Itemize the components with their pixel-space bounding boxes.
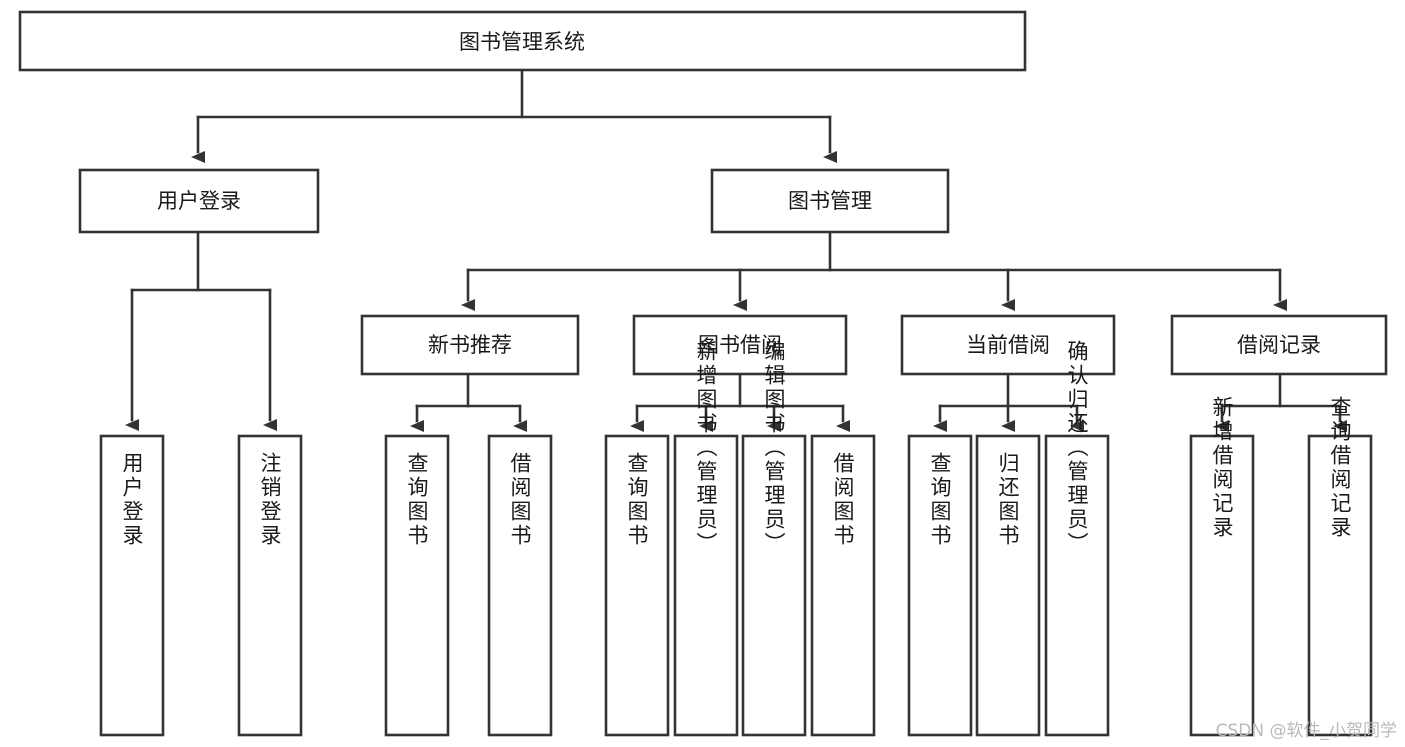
node-user-login-label: 用户登录 bbox=[157, 189, 241, 213]
node-book-borrow-box[interactable] bbox=[632, 314, 848, 376]
leaf-current-borrow-1-box[interactable] bbox=[907, 434, 973, 737]
node-current-borrow-box[interactable] bbox=[900, 314, 1116, 376]
connector-group-record bbox=[1215, 372, 1347, 432]
connector-group-user-login bbox=[125, 230, 277, 431]
leaf-new-book-1[interactable]: 查询图书 bbox=[384, 434, 450, 737]
connector-group-new-book bbox=[410, 372, 527, 432]
leaf-current-borrow-3-box[interactable] bbox=[1044, 434, 1110, 737]
leaf-borrow-record-2[interactable]: 查询借阅记录 bbox=[1307, 396, 1373, 737]
leaf-book-borrow-3-box[interactable] bbox=[741, 434, 807, 737]
leaf-book-borrow-4-box[interactable] bbox=[810, 434, 876, 737]
leaf-new-book-2[interactable]: 借阅图书 bbox=[487, 434, 553, 737]
leaf-user-login-2-label: 注销登录 bbox=[258, 452, 282, 548]
leaf-user-login-1-box[interactable] bbox=[99, 434, 165, 737]
node-user-login-box[interactable] bbox=[78, 168, 320, 234]
leaf-borrow-record-2-label: 查询借阅记录 bbox=[1328, 396, 1352, 540]
leaf-current-borrow-1[interactable]: 查询图书 bbox=[907, 434, 973, 737]
connector-group-current bbox=[933, 372, 1084, 432]
leaf-book-borrow-2-label: 新增图书（管理员） bbox=[694, 340, 718, 556]
node-new-book-recommend[interactable]: 新书推荐 bbox=[360, 314, 580, 376]
node-borrow-record-box[interactable] bbox=[1170, 314, 1388, 376]
node-borrow-record-label: 借阅记录 bbox=[1237, 333, 1321, 357]
node-book-management-box[interactable] bbox=[710, 168, 950, 234]
leaf-new-book-1-label: 查询图书 bbox=[405, 452, 429, 548]
leaf-new-book-2-label: 借阅图书 bbox=[508, 452, 532, 548]
leaf-user-login-2[interactable]: 注销登录 bbox=[237, 434, 303, 737]
leaf-book-borrow-3[interactable]: 编辑图书（管理员） bbox=[741, 340, 807, 737]
leaf-borrow-record-2-box[interactable] bbox=[1307, 434, 1373, 737]
leaf-book-borrow-1[interactable]: 查询图书 bbox=[604, 434, 670, 737]
leaf-user-login-1-label: 用户登录 bbox=[120, 452, 144, 548]
node-root-label: 图书管理系统 bbox=[459, 30, 585, 54]
leaf-user-login-1[interactable]: 用户登录 bbox=[99, 434, 165, 737]
leaf-borrow-record-1-box[interactable] bbox=[1189, 434, 1255, 737]
node-current-borrow-label: 当前借阅 bbox=[966, 333, 1050, 357]
node-book-management[interactable]: 图书管理 bbox=[710, 168, 950, 234]
node-user-login[interactable]: 用户登录 bbox=[78, 168, 320, 234]
leaf-book-borrow-4[interactable]: 借阅图书 bbox=[810, 434, 876, 737]
node-book-borrow-label: 图书借阅 bbox=[698, 333, 782, 357]
leaf-book-borrow-4-label: 借阅图书 bbox=[831, 452, 855, 548]
leaf-current-borrow-2[interactable]: 归还图书 bbox=[975, 434, 1041, 737]
node-borrow-record[interactable]: 借阅记录 bbox=[1170, 314, 1388, 376]
connector-group-book-mgmt bbox=[461, 230, 1287, 311]
leaf-book-borrow-2-box[interactable] bbox=[673, 434, 739, 737]
node-book-management-label: 图书管理 bbox=[788, 189, 872, 213]
node-book-borrow[interactable]: 图书借阅 bbox=[632, 314, 848, 376]
node-new-book-recommend-label: 新书推荐 bbox=[428, 333, 512, 357]
leaf-current-borrow-2-label: 归还图书 bbox=[996, 452, 1020, 548]
leaf-new-book-1-box[interactable] bbox=[384, 434, 450, 737]
node-root-box[interactable] bbox=[18, 10, 1027, 72]
node-new-book-recommend-box[interactable] bbox=[360, 314, 580, 376]
leaf-borrow-record-1[interactable]: 新增借阅记录 bbox=[1189, 396, 1255, 737]
leaf-current-borrow-1-label: 查询图书 bbox=[928, 452, 952, 548]
leaf-book-borrow-2[interactable]: 新增图书（管理员） bbox=[673, 340, 739, 737]
leaf-current-borrow-3-label: 确认归还（管理员） bbox=[1065, 340, 1089, 556]
leaf-book-borrow-3-label: 编辑图书（管理员） bbox=[762, 340, 786, 556]
leaf-user-login-2-box[interactable] bbox=[237, 434, 303, 737]
leaf-book-borrow-1-label: 查询图书 bbox=[625, 452, 649, 548]
leaf-borrow-record-1-label: 新增借阅记录 bbox=[1210, 396, 1234, 540]
leaf-book-borrow-1-box[interactable] bbox=[604, 434, 670, 737]
connector-group-root bbox=[191, 68, 837, 163]
node-root[interactable]: 图书管理系统 bbox=[18, 10, 1027, 72]
leaf-current-borrow-2-box[interactable] bbox=[975, 434, 1041, 737]
node-current-borrow[interactable]: 当前借阅 bbox=[900, 314, 1116, 376]
connector-group-borrow bbox=[630, 372, 850, 432]
leaf-new-book-2-box[interactable] bbox=[487, 434, 553, 737]
leaf-current-borrow-3[interactable]: 确认归还（管理员） bbox=[1044, 340, 1110, 737]
